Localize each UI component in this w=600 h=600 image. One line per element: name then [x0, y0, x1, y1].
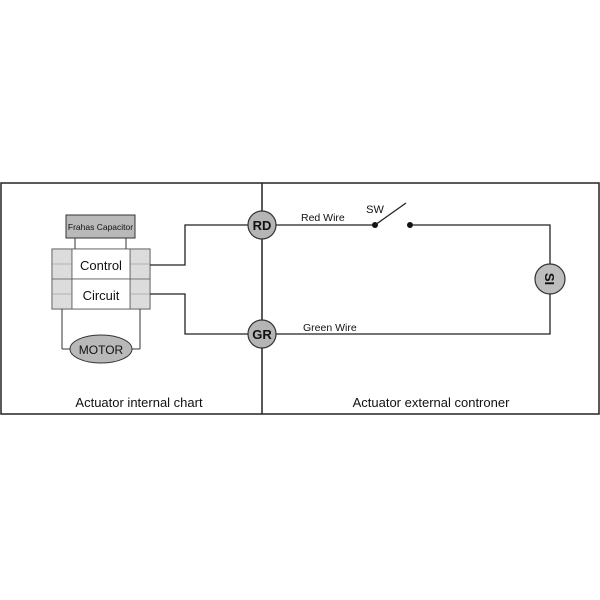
circuit-label: Circuit	[83, 288, 120, 303]
red-wire-label: Red Wire	[301, 212, 345, 224]
green-wire-label: Green Wire	[303, 322, 357, 334]
switch-label: SW	[366, 204, 384, 216]
switch-lever	[374, 202, 407, 226]
left-panel-caption: Actuator internal chart	[75, 395, 203, 410]
capacitor-box	[65, 214, 136, 239]
gr-internal-wire	[150, 293, 248, 335]
motor-ellipse	[69, 334, 133, 364]
rd-terminal-label: RD	[253, 218, 272, 233]
red-wire-return	[413, 224, 551, 264]
gr-terminal-label: GR	[252, 327, 272, 342]
indicator-label: SI	[542, 273, 557, 285]
rd-internal-wire	[150, 224, 248, 266]
green-wire	[276, 294, 551, 335]
right-panel-caption: Actuator external controner	[353, 395, 510, 410]
switch-contact-right	[407, 222, 413, 228]
control-circuit-block	[51, 248, 151, 310]
capacitor-label: Frahas Capacitor	[68, 222, 133, 232]
motor-label: MOTOR	[79, 343, 124, 357]
control-label: Control	[80, 258, 122, 273]
